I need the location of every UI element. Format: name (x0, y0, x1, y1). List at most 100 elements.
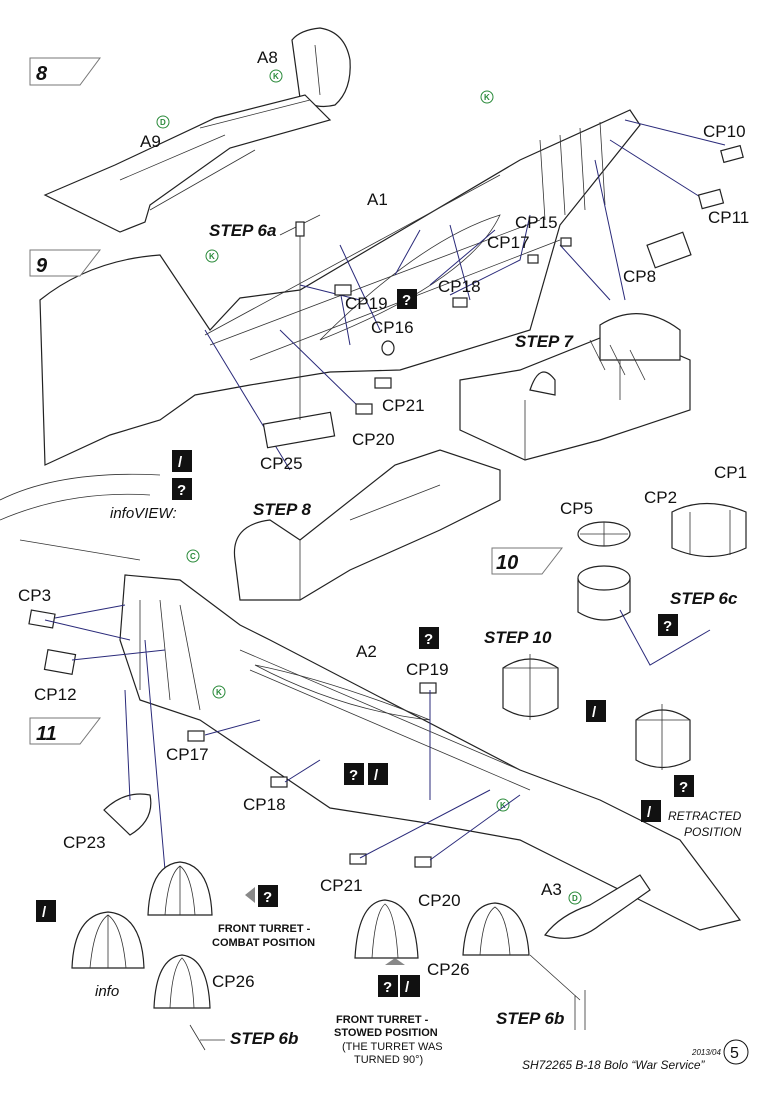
turret-dome-stowed (354, 899, 419, 959)
svg-text:K: K (216, 688, 222, 697)
label-cp18-top: CP18 (438, 277, 481, 296)
step-10-number: 10 (496, 552, 518, 574)
k-badge-a1: K (480, 90, 494, 104)
label-cp19-bottom: CP19 (406, 660, 449, 679)
label-cp25: CP25 (260, 454, 303, 473)
part-a8-fin: A8 (257, 27, 351, 108)
svg-text:/: / (592, 704, 597, 721)
step-10-label: STEP 10 (484, 628, 552, 647)
svg-text:?: ? (679, 779, 688, 796)
d-badge-a3: D (568, 891, 582, 905)
label-cp16: CP16 (371, 318, 414, 337)
label-cp5: CP5 (560, 499, 593, 518)
label-cp21-top: CP21 (382, 396, 425, 415)
retracted-label-2: POSITION (684, 825, 742, 839)
info-lightning-icon: / (36, 900, 56, 922)
turret-dome-combat (147, 861, 213, 916)
step-6a-label: STEP 6a (209, 221, 276, 240)
label-a8: A8 (257, 48, 278, 67)
label-cp26-left: CP26 (212, 972, 255, 991)
turret-dome-info (71, 911, 145, 969)
label-cp17-bottom: CP17 (166, 745, 209, 764)
svg-text:K: K (273, 72, 279, 81)
step-6b-right-label: STEP 6b (496, 1009, 564, 1028)
question-icon: ? (397, 289, 417, 309)
svg-text:?: ? (383, 979, 392, 996)
svg-text:?: ? (663, 618, 672, 635)
svg-text:/: / (42, 904, 47, 921)
step-11-marker: 11 (29, 717, 102, 745)
turret-dome-cp26-right (462, 902, 530, 956)
svg-text:K: K (484, 93, 490, 102)
svg-text:?: ? (402, 292, 411, 309)
part-cp1-cp2-shell (671, 503, 747, 557)
info-label: info (95, 983, 119, 1000)
gun-mount-icon (279, 214, 321, 420)
front-turret-stowed-note: ? / (378, 958, 420, 997)
c-badge-a2: C (186, 549, 200, 563)
label-cp20-top: CP20 (352, 430, 395, 449)
retracted-label-1: RETRACTED (668, 809, 742, 823)
label-cp3: CP3 (18, 586, 51, 605)
step-7-label: STEP 7 (515, 332, 574, 351)
front-stowed-line-2: STOWED POSITION (334, 1027, 438, 1039)
page-number-badge: 5 (723, 1039, 749, 1065)
part-turret-assembly (502, 654, 559, 720)
turret-dome-cp26-left (153, 954, 211, 1009)
k-badge-a2: K (212, 685, 226, 699)
leader-lines-top (204, 119, 726, 471)
question-icon-cp19: ? (419, 627, 439, 649)
label-cp11: CP11 (708, 208, 749, 227)
part-belly-floor (233, 449, 501, 601)
k-badge-a8: K (269, 69, 283, 83)
step-10-marker: 10 (491, 547, 564, 575)
small-parts-top (262, 144, 744, 449)
k-badge-a1-left: K (205, 249, 219, 263)
step-8-marker: 8 (29, 57, 101, 86)
svg-text:?: ? (349, 767, 358, 784)
front-stowed-line-3: (THE TURRET WAS (342, 1041, 443, 1053)
svg-text:/: / (374, 767, 379, 784)
label-cp1: CP1 (714, 463, 747, 482)
gun-icon-6b-left (189, 1024, 225, 1051)
footer-date: 2013/04 (691, 1048, 721, 1057)
infoview-block: / ? infoVIEW: (0, 450, 192, 561)
label-a1: A1 (367, 190, 388, 209)
retracted-icons: ? / (641, 775, 694, 822)
leader-lines-bottom (44, 604, 521, 871)
svg-text:?: ? (263, 889, 272, 906)
svg-text:D: D (160, 118, 166, 127)
part-cockpit-floor (459, 313, 691, 461)
label-a3: A3 (541, 880, 562, 899)
label-cp26-right: CP26 (427, 960, 470, 979)
label-cp19-top: CP19 (345, 294, 388, 313)
label-cp8: CP8 (623, 267, 656, 286)
front-combat-line-2: COMBAT POSITION (212, 937, 315, 949)
svg-text:C: C (190, 552, 196, 561)
label-cp20-bottom: CP20 (418, 891, 461, 910)
step-9-number: 9 (36, 255, 48, 277)
front-stowed-line-4: TURNED 90°) (354, 1054, 423, 1066)
label-cp21-bottom: CP21 (320, 876, 363, 895)
label-cp10: CP10 (703, 122, 746, 141)
step-9-marker: 9 (29, 249, 102, 277)
label-a2: A2 (356, 642, 377, 661)
svg-text:/: / (178, 454, 183, 471)
svg-text:?: ? (177, 482, 186, 499)
label-cp23: CP23 (63, 833, 106, 852)
label-cp15: CP15 (515, 213, 558, 232)
step-6c-label: STEP 6c (670, 589, 738, 608)
front-turret-combat-note: ? (245, 885, 278, 907)
front-combat-line-1: FRONT TURRET - (218, 923, 311, 935)
step-6b-left-label: STEP 6b (230, 1029, 298, 1048)
footer-title: SH72265 B-18 Bolo “War Service” (522, 1058, 706, 1072)
svg-text:K: K (500, 801, 506, 810)
page-number: 5 (730, 1045, 739, 1062)
question-icon-6c: ? (658, 614, 678, 636)
infoview-label: infoVIEW: (110, 505, 177, 522)
part-a3-cone: A3 (541, 874, 651, 939)
step-8-label: STEP 8 (253, 500, 311, 519)
part-turret-assembly-2 (635, 704, 691, 770)
question-lightning-icons: ? / (344, 763, 388, 785)
